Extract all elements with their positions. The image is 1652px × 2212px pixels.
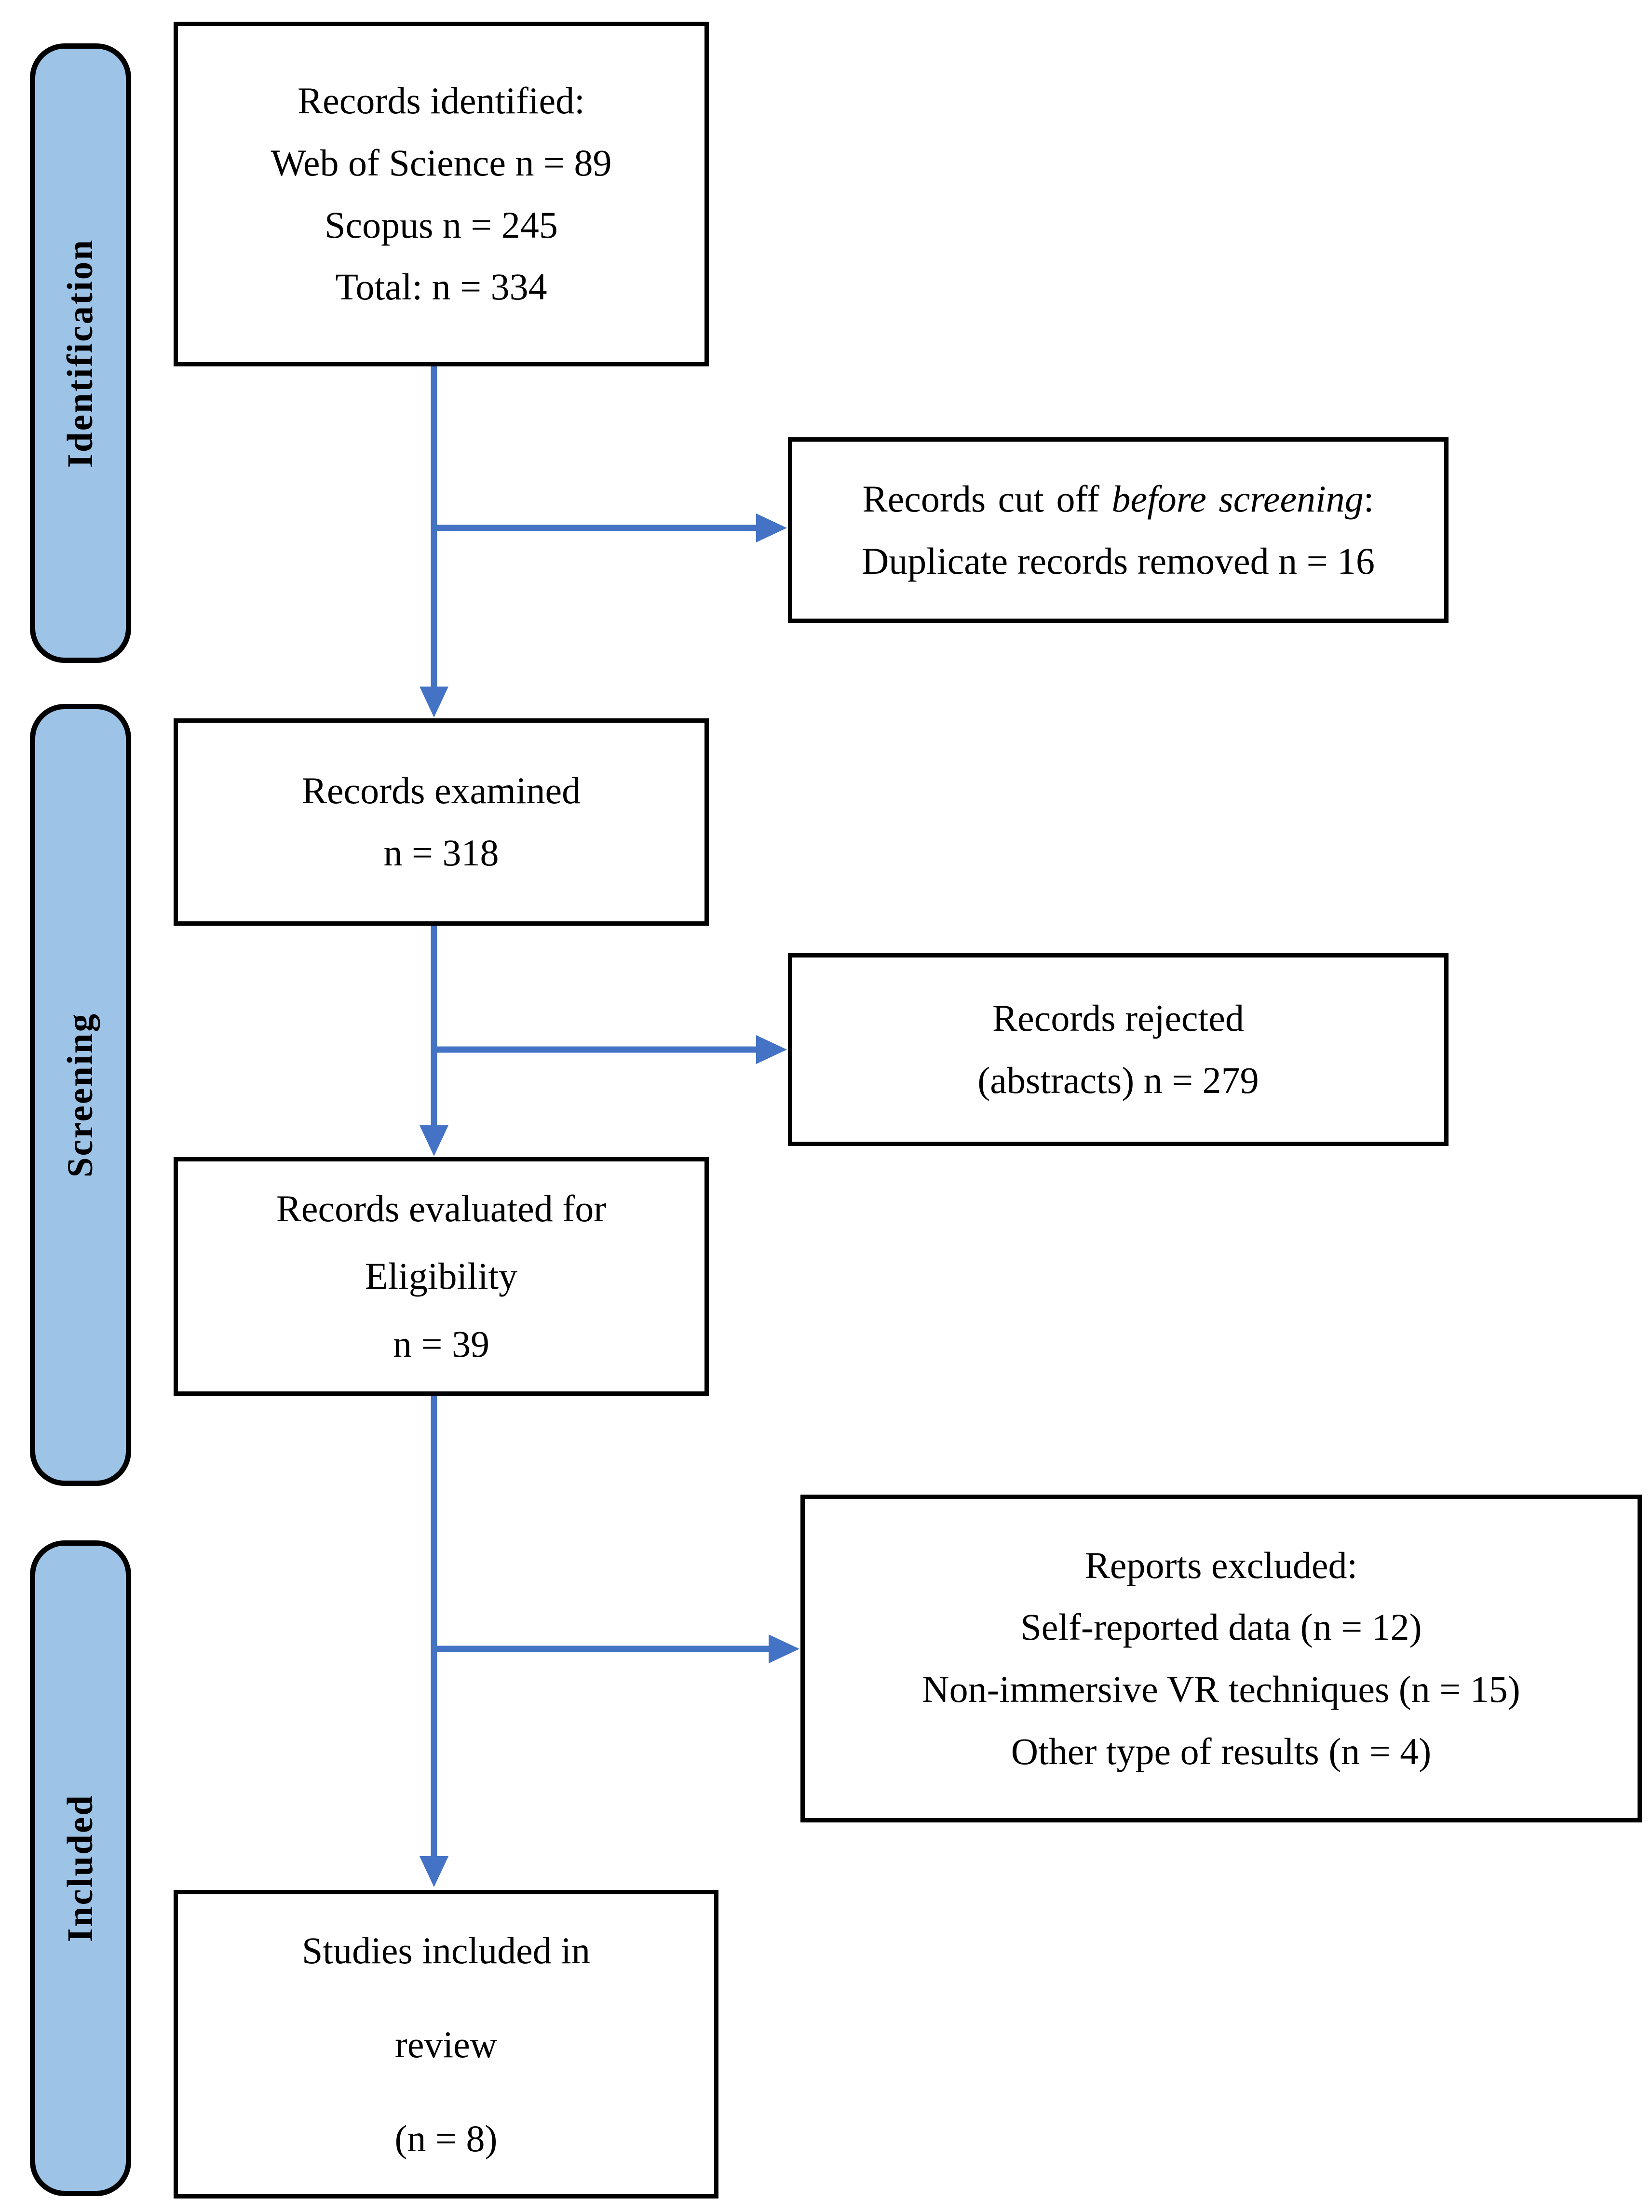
box-line: (n = 8) xyxy=(394,2117,498,2159)
box-line: Web of Science n = 89 xyxy=(271,141,612,184)
box-line: Records evaluated for xyxy=(276,1187,607,1229)
records-examined-box: Records examined n = 318 xyxy=(174,718,709,926)
box-line-segment: Records cut off xyxy=(862,477,1112,520)
arrow-head-identified-to-examined xyxy=(420,687,448,717)
stage-included-label: Included xyxy=(60,1794,100,1942)
arrow-head-to-records-cut-off xyxy=(756,513,787,542)
stage-screening: Screening xyxy=(30,704,131,1486)
records-rejected-box: Records rejected (abstracts) n = 279 xyxy=(788,953,1449,1146)
arrow-head-evaluated-to-included xyxy=(420,1856,448,1887)
box-line: Other type of results (n = 4) xyxy=(1011,1730,1432,1772)
records-identified-box: Records identified: Web of Science n = 8… xyxy=(174,22,709,366)
box-line: Total: n = 334 xyxy=(335,266,547,308)
box-line: Self-reported data (n = 12) xyxy=(1020,1606,1422,1648)
box-line: n = 318 xyxy=(383,832,499,874)
stage-screening-label: Screening xyxy=(60,1012,100,1178)
box-line: Non-immersive VR techniques (n = 15) xyxy=(922,1668,1520,1710)
box-line: Studies included in xyxy=(302,1929,590,1971)
box-line: Records identified: xyxy=(298,80,585,122)
stage-identification: Identification xyxy=(30,43,131,663)
box-line-segment-italic: before screening xyxy=(1111,477,1364,520)
arrow-head-to-reports-excluded xyxy=(769,1634,799,1663)
records-evaluated-box: Records evaluated for Eligibility n = 39 xyxy=(174,1157,709,1396)
box-line: Scopus n = 245 xyxy=(325,203,558,246)
stage-identification-label: Identification xyxy=(60,238,100,468)
records-cut-off-box: Records cut off before screening: Duplic… xyxy=(788,437,1449,623)
arrow-head-to-records-rejected xyxy=(756,1035,787,1064)
box-line: (abstracts) n = 279 xyxy=(977,1059,1259,1101)
box-line: n = 39 xyxy=(393,1322,489,1365)
box-line: Reports excluded: xyxy=(1084,1544,1358,1586)
box-line: Records cut off before screening: xyxy=(863,468,1374,530)
studies-included-box: Studies included in review (n = 8) xyxy=(174,1890,718,2199)
box-line: Records examined xyxy=(301,769,581,812)
box-line: Eligibility xyxy=(365,1255,518,1297)
box-line-segment: : xyxy=(1363,477,1374,520)
box-line: review xyxy=(394,2023,498,2065)
arrow-head-examined-to-evaluated xyxy=(420,1125,448,1156)
stage-included: Included xyxy=(30,1540,131,2196)
reports-excluded-box: Reports excluded: Self-reported data (n … xyxy=(800,1495,1642,1822)
box-line: Records rejected xyxy=(992,997,1244,1039)
box-line: Duplicate records removed n = 16 xyxy=(861,540,1375,582)
